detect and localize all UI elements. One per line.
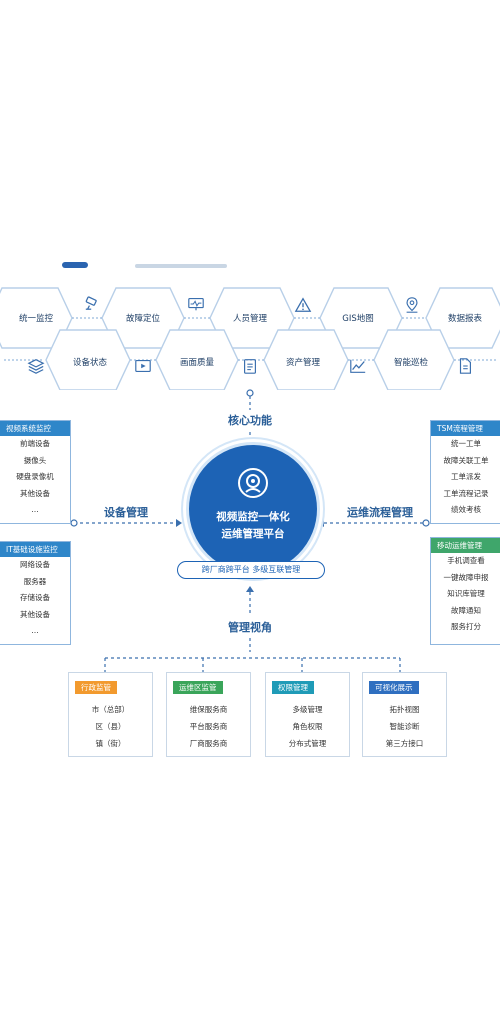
card-permission: 权限管理 多级管理 角色权限 分布式管理	[265, 672, 350, 757]
card-ops-region: 运维区监管 维保服务商 平台服务商 厂商服务商	[166, 672, 251, 757]
hub-title-line1: 视频监控一体化	[216, 511, 290, 523]
card-title: 权限管理	[272, 681, 314, 694]
header-bar-left	[62, 262, 88, 268]
hex-label-5: 数据报表	[447, 314, 483, 324]
panel-item: 一键故障申报	[443, 572, 489, 582]
card-item: 拓扑视图	[389, 705, 420, 714]
hub-tagline: 跨厂商跨平台 多级互联管理	[177, 561, 325, 579]
card-item: 多级管理	[292, 705, 323, 714]
panel-item: 工单流程记录	[443, 488, 489, 498]
panel-item: 故障通知	[451, 605, 481, 615]
hex-label-6: 设备状态	[72, 358, 108, 368]
card-title: 运维区监管	[173, 681, 223, 694]
panel-title: 移动运维管理	[431, 538, 500, 553]
card-visual: 可视化展示 拓扑视图 智能诊断 第三方接口	[362, 672, 447, 757]
left-panel-it: IT基础设施监控 网络设备 服务器 存储设备 其他设备 …	[0, 541, 71, 645]
panel-item: 绩效考核	[451, 505, 481, 514]
hex-label-7: 画面质量	[179, 358, 215, 368]
panel-item: 网络设备	[20, 560, 50, 569]
clipboard-icon	[244, 359, 256, 374]
hex-label-4: GIS地图	[342, 314, 374, 324]
hex-label-2: 故障定位	[125, 314, 161, 324]
left-panel-video: 视频系统监控 前端设备 摄像头 硬盘录像机 其他设备 …	[0, 420, 71, 524]
panel-item: 知识库管理	[447, 589, 485, 598]
hex-bot-1	[45, 329, 131, 390]
card-item: 平台服务商	[189, 722, 228, 731]
warning-icon	[294, 297, 312, 312]
panel-item: 其他设备	[20, 488, 50, 498]
panel-title: TSM流程管理	[431, 421, 500, 436]
webcam-icon	[238, 468, 268, 498]
card-title: 可视化展示	[369, 681, 419, 694]
panel-item: 手机调查看	[447, 556, 485, 565]
card-title: 行政监管	[75, 681, 117, 694]
device-management-label: 设备管理	[104, 506, 148, 519]
camera-icon	[85, 296, 97, 310]
panel-item: 服务打分	[451, 622, 481, 631]
management-view-label: 管理视角	[228, 621, 272, 634]
card-item: 角色权限	[292, 722, 323, 731]
hub-title-line2: 运维管理平台	[221, 528, 285, 540]
card-item: 分布式管理	[288, 739, 327, 748]
card-item: 智能诊断	[389, 722, 420, 731]
card-item: 第三方接口	[385, 739, 424, 748]
card-item: 维保服务商	[189, 705, 228, 714]
monitor-icon	[188, 298, 204, 311]
hex-label-3: 人员管理	[232, 314, 268, 324]
right-panel-mobile: 移动运维管理 手机调查看 一键故障申报 知识库管理 故障通知 服务打分	[430, 537, 500, 645]
platform-hub: 视频监控一体化 运维管理平台	[186, 442, 320, 576]
layers-icon	[27, 359, 45, 374]
map-pin-icon	[406, 297, 418, 313]
panel-item: …	[31, 505, 39, 514]
panel-item: 存储设备	[20, 593, 50, 602]
panel-item: 其他设备	[20, 609, 50, 619]
core-function-label: 核心功能	[228, 414, 272, 427]
ops-process-label: 运维流程管理	[347, 506, 413, 519]
panel-item: 故障关联工单	[443, 455, 489, 465]
hex-label-1: 统一监控	[18, 314, 54, 324]
panel-item: 工单派发	[451, 472, 481, 481]
panel-item: 前端设备	[20, 439, 50, 448]
card-admin: 行政监管 市（总部） 区（县） 镇（街）	[68, 672, 153, 757]
document-icon	[459, 358, 471, 374]
header-bar-right	[135, 264, 227, 268]
trend-chart-icon	[350, 359, 366, 373]
card-item: 区（县）	[95, 722, 126, 731]
card-item: 市（总部）	[91, 705, 130, 714]
card-item: 镇（街）	[95, 739, 126, 748]
panel-title: IT基础设施监控	[0, 542, 70, 557]
panel-item: 摄像头	[23, 455, 47, 465]
play-icon	[135, 360, 151, 372]
hex-label-8: 资产管理	[285, 358, 321, 368]
panel-item: 统一工单	[451, 439, 481, 448]
panel-title: 视频系统监控	[0, 421, 70, 436]
hex-label-9: 智能巡检	[393, 358, 429, 368]
card-item: 厂商服务商	[189, 739, 228, 748]
panel-item: 硬盘录像机	[16, 472, 54, 481]
right-panel-tsm: TSM流程管理 统一工单 故障关联工单 工单派发 工单流程记录 绩效考核	[430, 420, 500, 524]
hex-top-5	[425, 287, 500, 349]
panel-item: …	[31, 626, 39, 635]
panel-item: 服务器	[23, 576, 47, 586]
